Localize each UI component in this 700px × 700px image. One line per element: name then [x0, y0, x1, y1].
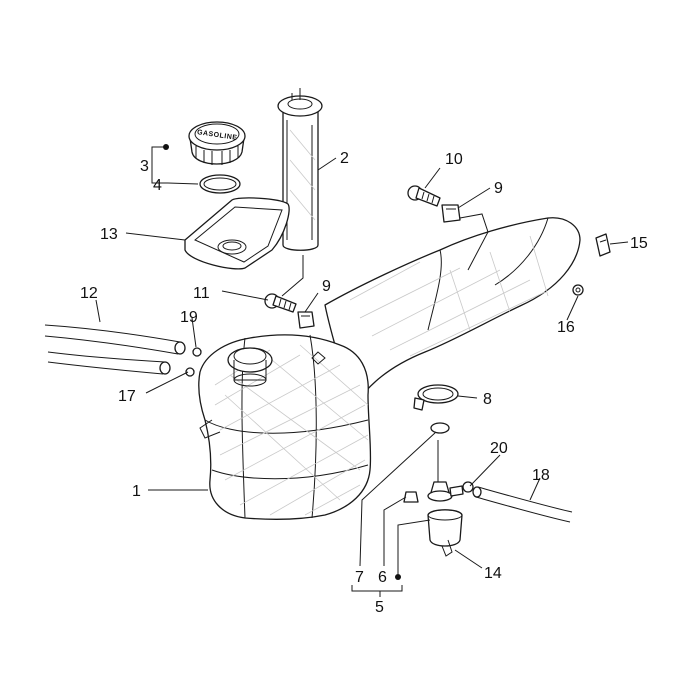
callout-17: 17: [118, 388, 136, 405]
mounting-bracket: [459, 213, 489, 271]
part-hoses: [44, 324, 186, 375]
callout-labels: 3 4 2 13 10 9 15 11 9 12 19 16 17 8 20 1…: [80, 150, 648, 616]
part-screw-upper: [407, 185, 441, 207]
part-clip-nut-upper: [441, 204, 461, 223]
callout-7: 7: [355, 569, 364, 586]
callout-2: 2: [340, 150, 349, 167]
callout-6: 6: [378, 569, 387, 586]
callout-18: 18: [532, 467, 550, 484]
part-clip-nut-lower: [297, 311, 315, 329]
callout-14: 14: [484, 565, 502, 582]
callout-10: 10: [445, 151, 463, 168]
part-clip: [595, 233, 611, 257]
part-hose-clamp-19: [192, 347, 202, 357]
callout-1: 1: [132, 483, 141, 500]
leader-lines: [95, 144, 629, 597]
part-cap-seal-ring: [199, 174, 241, 194]
part-plug: [403, 491, 419, 503]
callout-5: 5: [375, 599, 384, 616]
part-drip-tray: [184, 197, 290, 270]
callout-8: 8: [483, 391, 492, 408]
part-o-ring: [430, 422, 450, 434]
callout-16: 16: [557, 319, 575, 336]
part-fuel-cap: GASOLINE: [188, 121, 246, 165]
part-band-clamp: [413, 384, 459, 411]
callout-11: 11: [193, 285, 210, 302]
callout-15: 15: [630, 235, 648, 252]
part-fuel-tap: [427, 440, 464, 502]
part-filter-cup: [427, 509, 463, 557]
part-screw-lower: [264, 293, 297, 313]
callout-3: 3: [140, 158, 149, 175]
part-hose-clamp-20: [462, 481, 474, 493]
part-grommet: [572, 284, 584, 296]
callout-9-upper: 9: [494, 180, 503, 197]
part-hose-clamp-17: [185, 367, 195, 377]
callout-19: 19: [180, 309, 198, 326]
callout-13: 13: [100, 226, 118, 243]
callout-9-lower: 9: [322, 278, 331, 295]
part-outlet-hose: [472, 486, 573, 523]
callout-4: 4: [153, 177, 162, 194]
callout-12: 12: [80, 285, 98, 302]
callout-20: 20: [490, 440, 508, 457]
part-fuel-tank: [198, 217, 581, 520]
